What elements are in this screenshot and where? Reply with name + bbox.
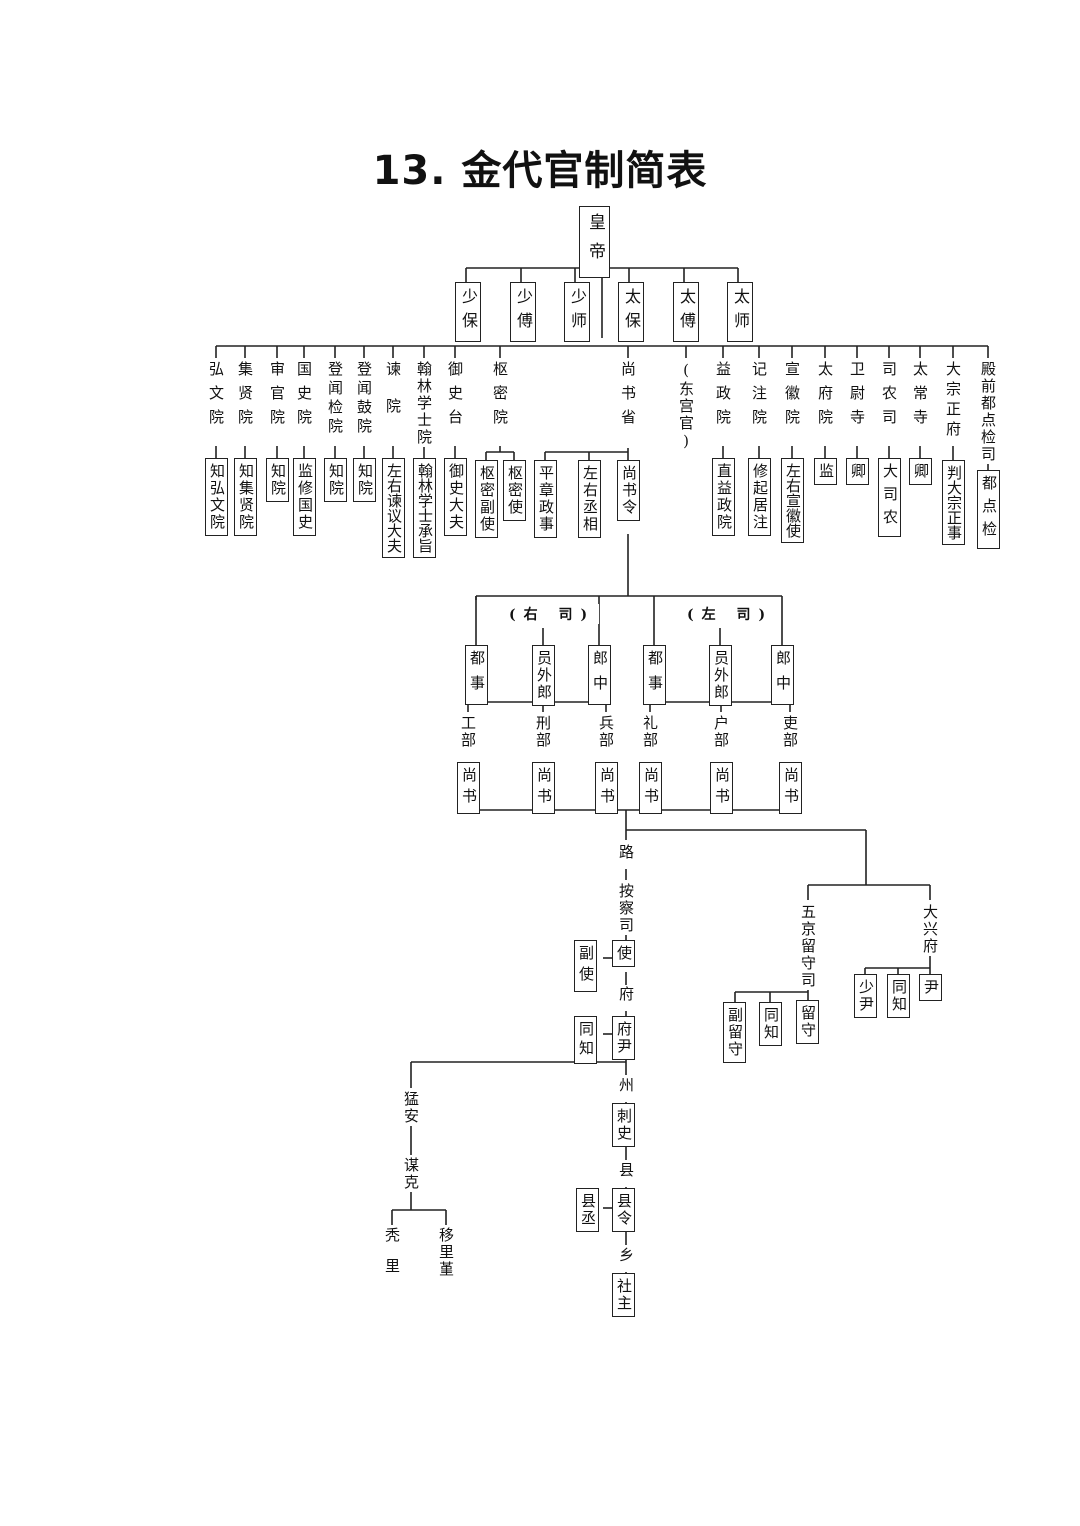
head-taichangsi: 卿 [909,458,932,485]
anchasi-head-box: 使 [612,940,635,967]
daxing-label: 大兴府 [921,903,939,956]
head-sinongsi: 大司农 [878,458,901,537]
xian-head-box: 县令 [612,1188,635,1232]
inst-shenguanyuan: 审官院 [268,360,286,434]
inst-jixianyuan: 集贤院 [236,360,254,434]
lu-label: 路 [617,843,635,869]
fu-label: 府 [617,985,635,1011]
ministry-xingbu-head: 尚书 [532,762,555,814]
ministry-libu-personnel: 吏部 [781,714,799,750]
fu-head-box: 府尹 [612,1016,635,1060]
inst-taichangsi: 太常寺 [911,360,929,434]
inst-yizhengyuan: 益政院 [714,360,732,434]
inst-dianqiandujiansi: 殿前都点检司 [979,360,997,464]
head-dianqiandujiansi: 都点检 [977,470,1000,549]
fu-deputy-box: 同知 [574,1016,597,1064]
wujing-fuliushou-box: 副留守 [723,1002,746,1063]
head-shenguanyuan: 知院 [266,458,289,502]
daxing-tongzhi-box: 同知 [887,974,910,1018]
head-zuoyouchengxiang: 左右丞相 [578,460,601,538]
inst-taifuyuan: 太府院 [816,360,834,434]
head-hongwenyuan: 知弘文院 [205,458,228,536]
tuli-label: 秃里 [383,1226,401,1290]
left-yuanwailang-box: 员外郎 [709,645,732,706]
rank-taishi-box: 太师 [727,282,753,342]
inst-xuanhuiyuan: 宣徽院 [783,360,801,434]
ministry-libu-rites-head: 尚书 [639,762,662,814]
head-xuanhuiyuan: 左右宣徽使 [781,458,804,543]
ministry-libu-rites: 礼部 [641,714,659,750]
mouke-label: 谋克 [402,1156,420,1192]
head-guoshiyuan: 监修国史 [293,458,316,536]
ministry-libu-personnel-head: 尚书 [779,762,802,814]
ministry-bingbu: 兵部 [597,714,615,750]
head-shumishi: 枢密使 [503,460,526,521]
rank-taibao-box: 太保 [618,282,644,342]
right-yuanwailang-box: 员外郎 [532,645,555,706]
inst-dengwenguyuan: 登闻鼓院 [355,360,373,438]
ministry-xingbu: 刑部 [534,714,552,750]
zhou-label: 州 [617,1076,635,1102]
mengan-label: 猛安 [402,1090,420,1126]
head-shangshuling: 尚书令 [617,460,640,521]
ministry-gongbu: 工部 [459,714,477,750]
ministry-bingbu-head: 尚书 [595,762,618,814]
head-dengwenjianyuan: 知院 [324,458,347,502]
head-shumifushi: 枢密副使 [475,460,498,538]
head-pingzhangzhengshi: 平章政事 [534,460,557,538]
emperor-box: 皇帝 [579,206,610,278]
inst-weiweisi: 卫尉寺 [848,360,866,434]
inst-jizhuyuan: 记注院 [750,360,768,434]
head-dengwenguyuan: 知院 [353,458,376,502]
daxing-yin-box: 尹 [919,974,942,1001]
inst-jianyuan: 谏院 [384,360,402,436]
right-office-label: (右 司) [505,604,600,624]
inst-hongwenyuan: 弘文院 [207,360,225,434]
right-langzhong-box: 郎中 [588,645,611,705]
rank-shaofu-box: 少傅 [510,282,536,342]
daxing-shaoyin-box: 少尹 [854,974,877,1018]
ministry-hubu: 户部 [712,714,730,750]
ministry-gongbu-head: 尚书 [457,762,480,814]
anchasi-label: 按察司 [617,882,635,935]
inst-donggongguan: (东宫官) [677,360,695,453]
head-yizhengyuan: 直益政院 [712,458,735,536]
head-weiweisi: 卿 [846,458,869,485]
rank-shaobao-box: 少保 [455,282,481,342]
zhou-head-box: 刺史 [612,1103,635,1147]
head-hanlinyuan: 翰林学士承旨 [413,458,436,558]
page-title: 13. 金代官制简表 [372,148,708,194]
inst-yushitai: 御史台 [446,360,464,434]
head-taifuyuan: 监 [814,458,837,485]
inst-sinongsi: 司农司 [880,360,898,434]
xiang-head-box: 社主 [612,1273,635,1317]
inst-shangshusheng: 尚书省 [619,360,637,434]
anchasi-deputy-box: 副使 [574,940,597,992]
left-office-label: (左 司) [683,604,778,624]
left-langzhong-box: 郎中 [771,645,794,705]
head-jixianyuan: 知集贤院 [234,458,257,536]
xian-deputy-box: 县丞 [576,1188,599,1232]
wujing-liushou-box: 留守 [796,1000,819,1044]
wujing-label: 五京留守司 [799,903,817,990]
inst-hanlinyuan: 翰林学士院 [415,360,433,447]
rank-shaoshi-box: 少师 [564,282,590,342]
inst-dengwenjianyuan: 登闻检院 [326,360,344,438]
wujing-tongzhi-box: 同知 [759,1002,782,1046]
head-yushitai: 御史大夫 [444,458,467,536]
inst-guoshiyuan: 国史院 [295,360,313,434]
xian-label: 县 [617,1161,635,1187]
xiang-label: 乡 [617,1246,635,1272]
inst-shumiyuan: 枢密院 [491,360,509,434]
rank-taifu-box: 太傅 [673,282,699,342]
right-dushi-box: 都事 [465,645,488,705]
ministry-hubu-head: 尚书 [710,762,733,814]
yilijin-label: 移里堇 [437,1226,455,1279]
left-dushi-box: 都事 [643,645,666,705]
inst-dazongzhengfu: 大宗正府 [944,360,962,442]
head-jizhuyuan: 修起居注 [748,458,771,536]
head-dazongzhengfu: 判大宗正事 [942,460,965,545]
head-jianyuan: 左右谏议大夫 [382,458,405,558]
